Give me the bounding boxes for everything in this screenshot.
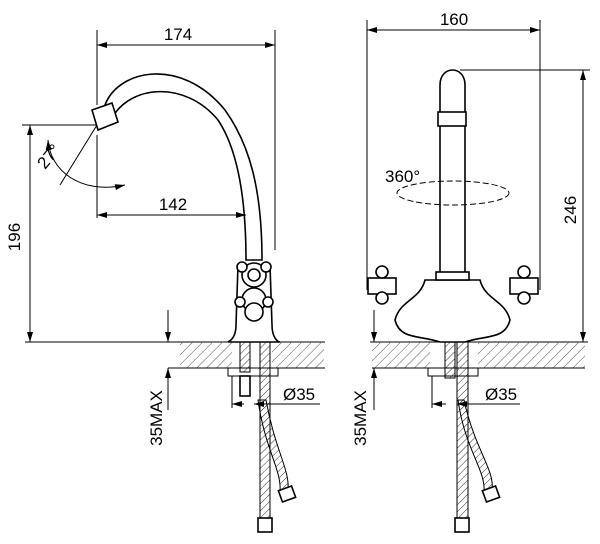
mount-thickness-label: 35MAX xyxy=(351,390,370,446)
side-view: 174 27° 142 196 35MAX Ø35 xyxy=(5,25,325,533)
hose-nut xyxy=(257,517,273,533)
mount-thickness-label: 35MAX xyxy=(147,390,166,446)
rotation-label: 360° xyxy=(385,167,420,186)
aerator xyxy=(91,101,119,132)
countertop-hatch xyxy=(272,342,324,368)
hole-diameter-label: Ø35 xyxy=(283,385,315,404)
handle-left xyxy=(367,265,397,305)
faucet-body xyxy=(394,279,511,343)
handle-right xyxy=(509,265,539,305)
hole-diameter-label: Ø35 xyxy=(485,385,517,404)
width-dimension-label: 160 xyxy=(440,10,468,29)
spout xyxy=(439,69,466,276)
hose-nut xyxy=(454,517,470,533)
handle-cross xyxy=(234,261,274,322)
countertop-hatch xyxy=(180,342,232,368)
spout xyxy=(91,73,263,261)
front-view: 160 360° 246 35MAX Ø35 xyxy=(351,10,590,533)
reach-dimension-label: 142 xyxy=(159,195,187,214)
width-dimension-label: 174 xyxy=(164,25,192,44)
aerator xyxy=(437,111,467,127)
rotation-ellipse xyxy=(396,180,510,206)
height-dimension-label: 196 xyxy=(5,223,24,251)
height-dimension-label: 246 xyxy=(561,196,580,224)
